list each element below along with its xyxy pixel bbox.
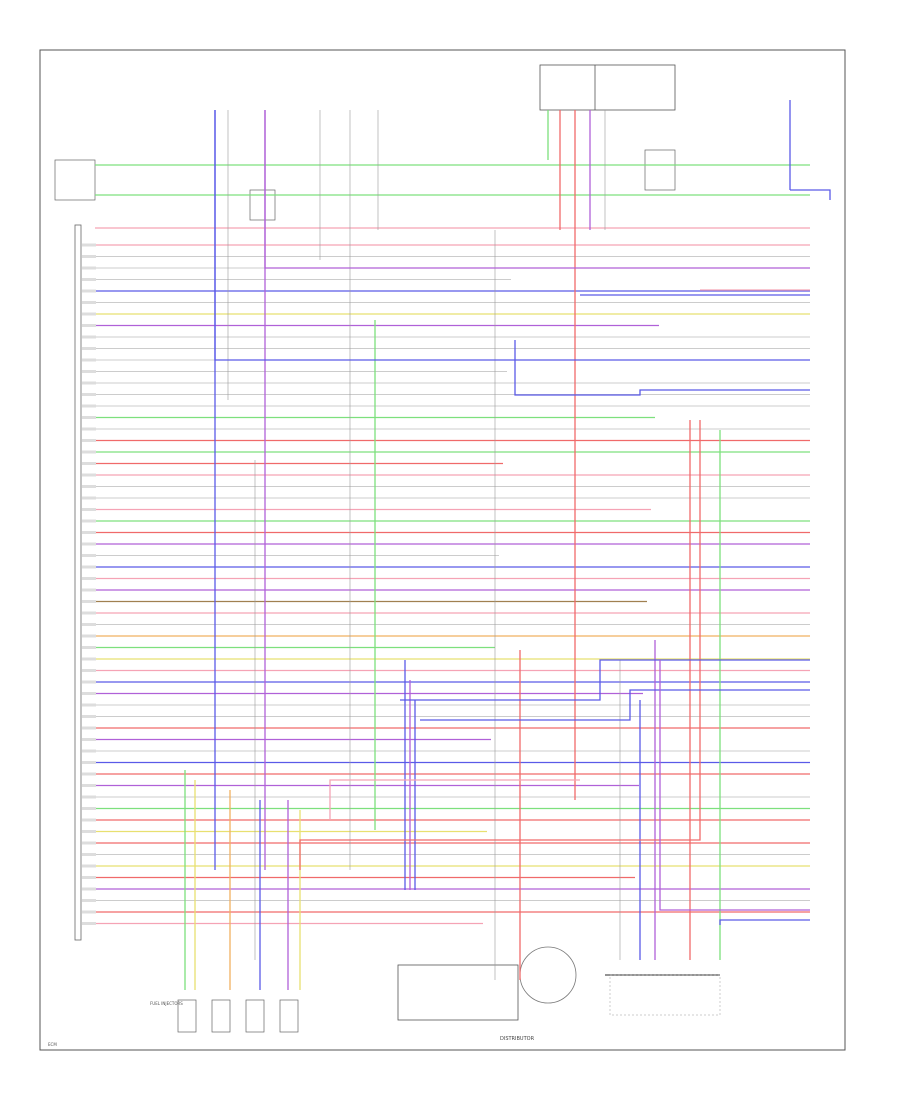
ecm-pin: [82, 703, 96, 707]
ecm-pin: [82, 887, 96, 891]
ecm-pin: [82, 381, 96, 385]
ecm-pin: [82, 312, 96, 316]
ecm-pin: [82, 864, 96, 868]
ecm-pin: [82, 542, 96, 546]
ecm-pin: [82, 278, 96, 281]
ecm-pin: [82, 519, 96, 523]
wires: [82, 100, 831, 990]
ecm-pin: [82, 266, 96, 270]
ecm-pin: [82, 404, 96, 408]
ecm-pin: [82, 496, 96, 500]
wire: [719, 919, 810, 925]
ecm-pin: [82, 646, 96, 649]
ecm-pin: [82, 611, 96, 615]
ecm-pin: [82, 347, 96, 350]
ecm-pin: [82, 807, 96, 810]
ecm-pin: [82, 784, 96, 787]
ecm-pin: [82, 623, 96, 626]
ecm-pin: [82, 761, 96, 764]
ecm-pin: [82, 485, 96, 488]
ecm-pin: [82, 795, 96, 799]
frame-label: ECM: [48, 1042, 57, 1047]
ecm-pin: [82, 243, 96, 247]
wire: [790, 189, 831, 200]
ecm-pin: [82, 358, 96, 362]
wire: [400, 659, 810, 701]
wire: [299, 420, 701, 870]
fuel-injectors: [177, 999, 299, 1033]
ecm-pin: [82, 818, 96, 822]
connector-pins: [82, 243, 96, 925]
wire: [659, 660, 810, 911]
ecm-pin: [82, 370, 96, 373]
ecm-pin: [82, 899, 96, 902]
ecm-pin: [82, 600, 96, 603]
ecm-pin: [82, 473, 96, 477]
ecm-pin: [82, 289, 96, 293]
ecm-pin: [82, 715, 96, 718]
fuel-injectors-label: FUEL INJECTORS: [150, 1001, 183, 1006]
ecm-pin: [82, 427, 96, 431]
ecm-pin: [82, 910, 96, 914]
ecm-pin: [82, 301, 96, 304]
wire: [514, 340, 810, 396]
distributor-cap: [519, 946, 577, 1004]
ecm-pin: [82, 439, 96, 442]
ecm-connector: [74, 224, 82, 941]
ecm-pin: [82, 335, 96, 339]
ecm-pin: [82, 588, 96, 592]
switch-box: [54, 159, 96, 201]
ecm-pin: [82, 772, 96, 776]
ecm-pin: [82, 876, 96, 879]
ecm-pin: [82, 462, 96, 465]
distributor-label: DISTRIBUTOR: [500, 1036, 535, 1042]
ecm-pin: [82, 680, 96, 684]
ecm-pin: [82, 841, 96, 845]
ecm-pin: [82, 416, 96, 419]
ecm-pin: [82, 922, 96, 925]
main-relay-box: [539, 64, 676, 111]
ecm-pin: [82, 577, 96, 580]
ecm-pin: [82, 565, 96, 569]
wire: [264, 110, 810, 269]
ecm-pin: [82, 508, 96, 511]
ecm-pin: [82, 657, 96, 661]
ecm-pin: [82, 255, 96, 258]
ecm-pin: [82, 669, 96, 672]
sensor-box: [644, 149, 676, 191]
distributor-box: [397, 964, 519, 1021]
ecm-pin: [82, 853, 96, 856]
ecm-pin: [82, 393, 96, 396]
ecm-pin: [82, 634, 96, 638]
ecm-pin: [82, 830, 96, 833]
ecm-pin: [82, 450, 96, 454]
wire: [329, 779, 580, 820]
wire: [214, 110, 810, 361]
ecm-pin: [82, 531, 96, 534]
ecm-pin: [82, 738, 96, 741]
ecm-pin: [82, 726, 96, 730]
ecm-pin: [82, 554, 96, 557]
ecm-pin: [82, 749, 96, 753]
diagram-frame: [39, 49, 846, 1051]
fuse-box: [249, 189, 276, 221]
ecm-pin: [82, 324, 96, 327]
wire: [420, 689, 810, 721]
ecm-pin: [82, 692, 96, 695]
